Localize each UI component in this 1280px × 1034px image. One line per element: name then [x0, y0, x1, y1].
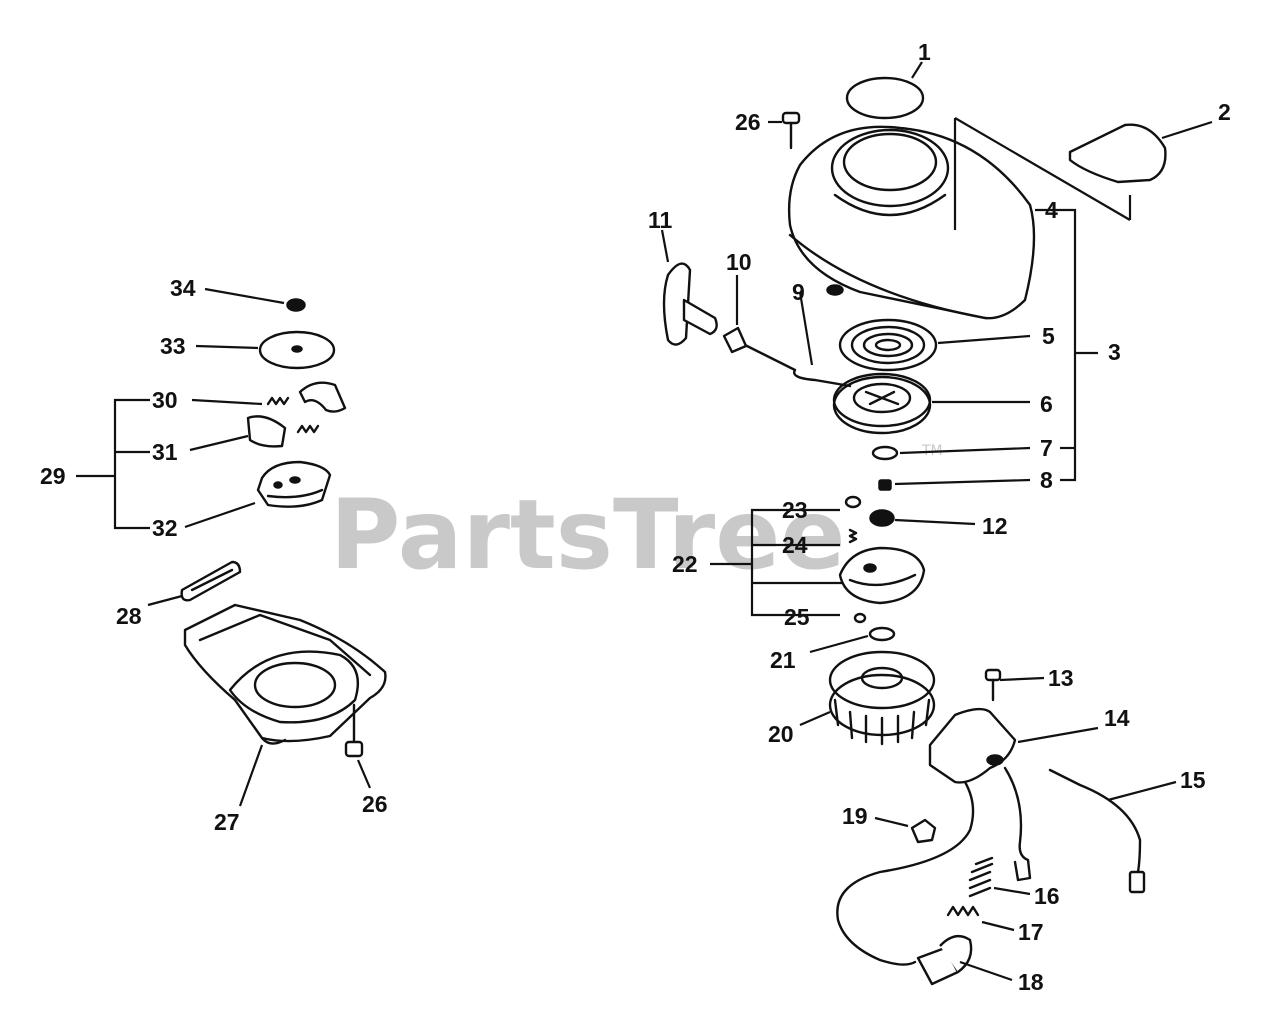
part-18-plug-cap [916, 934, 973, 986]
part-27-main-housing [183, 603, 387, 745]
part-30-clutch-spring [266, 381, 347, 413]
callout-13: 13 [1048, 665, 1074, 691]
watermark-text: PartsTree [330, 479, 845, 591]
callout-15: 15 [1180, 767, 1206, 793]
part-11-starter-handle [662, 262, 718, 346]
part-16-plug-boot [968, 856, 994, 898]
callout-33: 33 [160, 333, 186, 359]
callout-27: 27 [214, 809, 240, 835]
callout-19: 19 [842, 803, 868, 829]
part-9-starter-rope [743, 343, 852, 388]
part-7-washer [871, 445, 899, 461]
part-19-nut [910, 818, 937, 844]
callout-28: 28 [116, 603, 142, 629]
callout-23: 23 [782, 497, 808, 523]
part-5-recoil-spring [838, 318, 938, 372]
callout-4: 4 [1045, 197, 1058, 223]
part-31-clutch-shoe [246, 415, 320, 448]
callout-30: 30 [152, 387, 178, 413]
callout-8: 8 [1040, 467, 1053, 493]
part-33-plate [258, 330, 336, 370]
part-12-nut [869, 509, 895, 527]
part-25-clip [853, 612, 867, 624]
callout-18: 18 [1018, 969, 1044, 995]
part-24-spring [848, 528, 858, 544]
callout-25: 25 [784, 604, 810, 630]
part-28-gasket [180, 560, 242, 602]
part-1-filter-disc [845, 76, 925, 120]
part-17-spring [946, 905, 980, 917]
callout-20: 20 [768, 721, 794, 747]
part-4-fan-cover [787, 125, 1036, 320]
part-14-ignition-coil [836, 707, 1032, 966]
callout-7: 7 [1040, 435, 1053, 461]
part-32-filter-case [256, 460, 332, 508]
callout-24: 24 [782, 532, 808, 558]
callout-11: 11 [648, 207, 673, 233]
part-6-rope-pulley [832, 372, 932, 435]
callout-9: 9 [792, 279, 805, 305]
part-21-washer [868, 626, 896, 642]
callout-31: 31 [152, 439, 178, 465]
callout-10: 10 [726, 249, 752, 275]
part-34-nut [286, 298, 306, 312]
part-2-label-plate [1068, 123, 1167, 184]
callout-12: 12 [982, 513, 1008, 539]
part-15-lead-wire [1048, 768, 1146, 894]
callout-17: 17 [1018, 919, 1044, 945]
callout-6: 6 [1040, 391, 1053, 417]
part-26-screw-top [781, 111, 801, 150]
callout-21: 21 [770, 647, 796, 673]
callout-1: 1 [918, 39, 931, 65]
callout-5: 5 [1042, 323, 1055, 349]
callout-16: 16 [1034, 883, 1060, 909]
part-10-rope-guide [722, 326, 748, 354]
callout-3: 3 [1108, 339, 1121, 365]
callout-22: 22 [672, 551, 698, 577]
callout-29: 29 [40, 463, 66, 489]
part-23-pawl [844, 495, 862, 509]
part-20-flywheel [828, 650, 936, 746]
part-26-screw-bottom [344, 703, 364, 758]
part-22-ratchet [838, 546, 926, 605]
callout-2: 2 [1218, 99, 1231, 125]
callout-14: 14 [1104, 705, 1130, 731]
callout-26-bottom: 26 [362, 791, 388, 817]
callout-34: 34 [170, 275, 196, 301]
part-8-screw [878, 479, 892, 491]
part-13-screw [984, 668, 1002, 702]
callout-32: 32 [152, 515, 178, 541]
callout-26-top: 26 [735, 109, 761, 135]
